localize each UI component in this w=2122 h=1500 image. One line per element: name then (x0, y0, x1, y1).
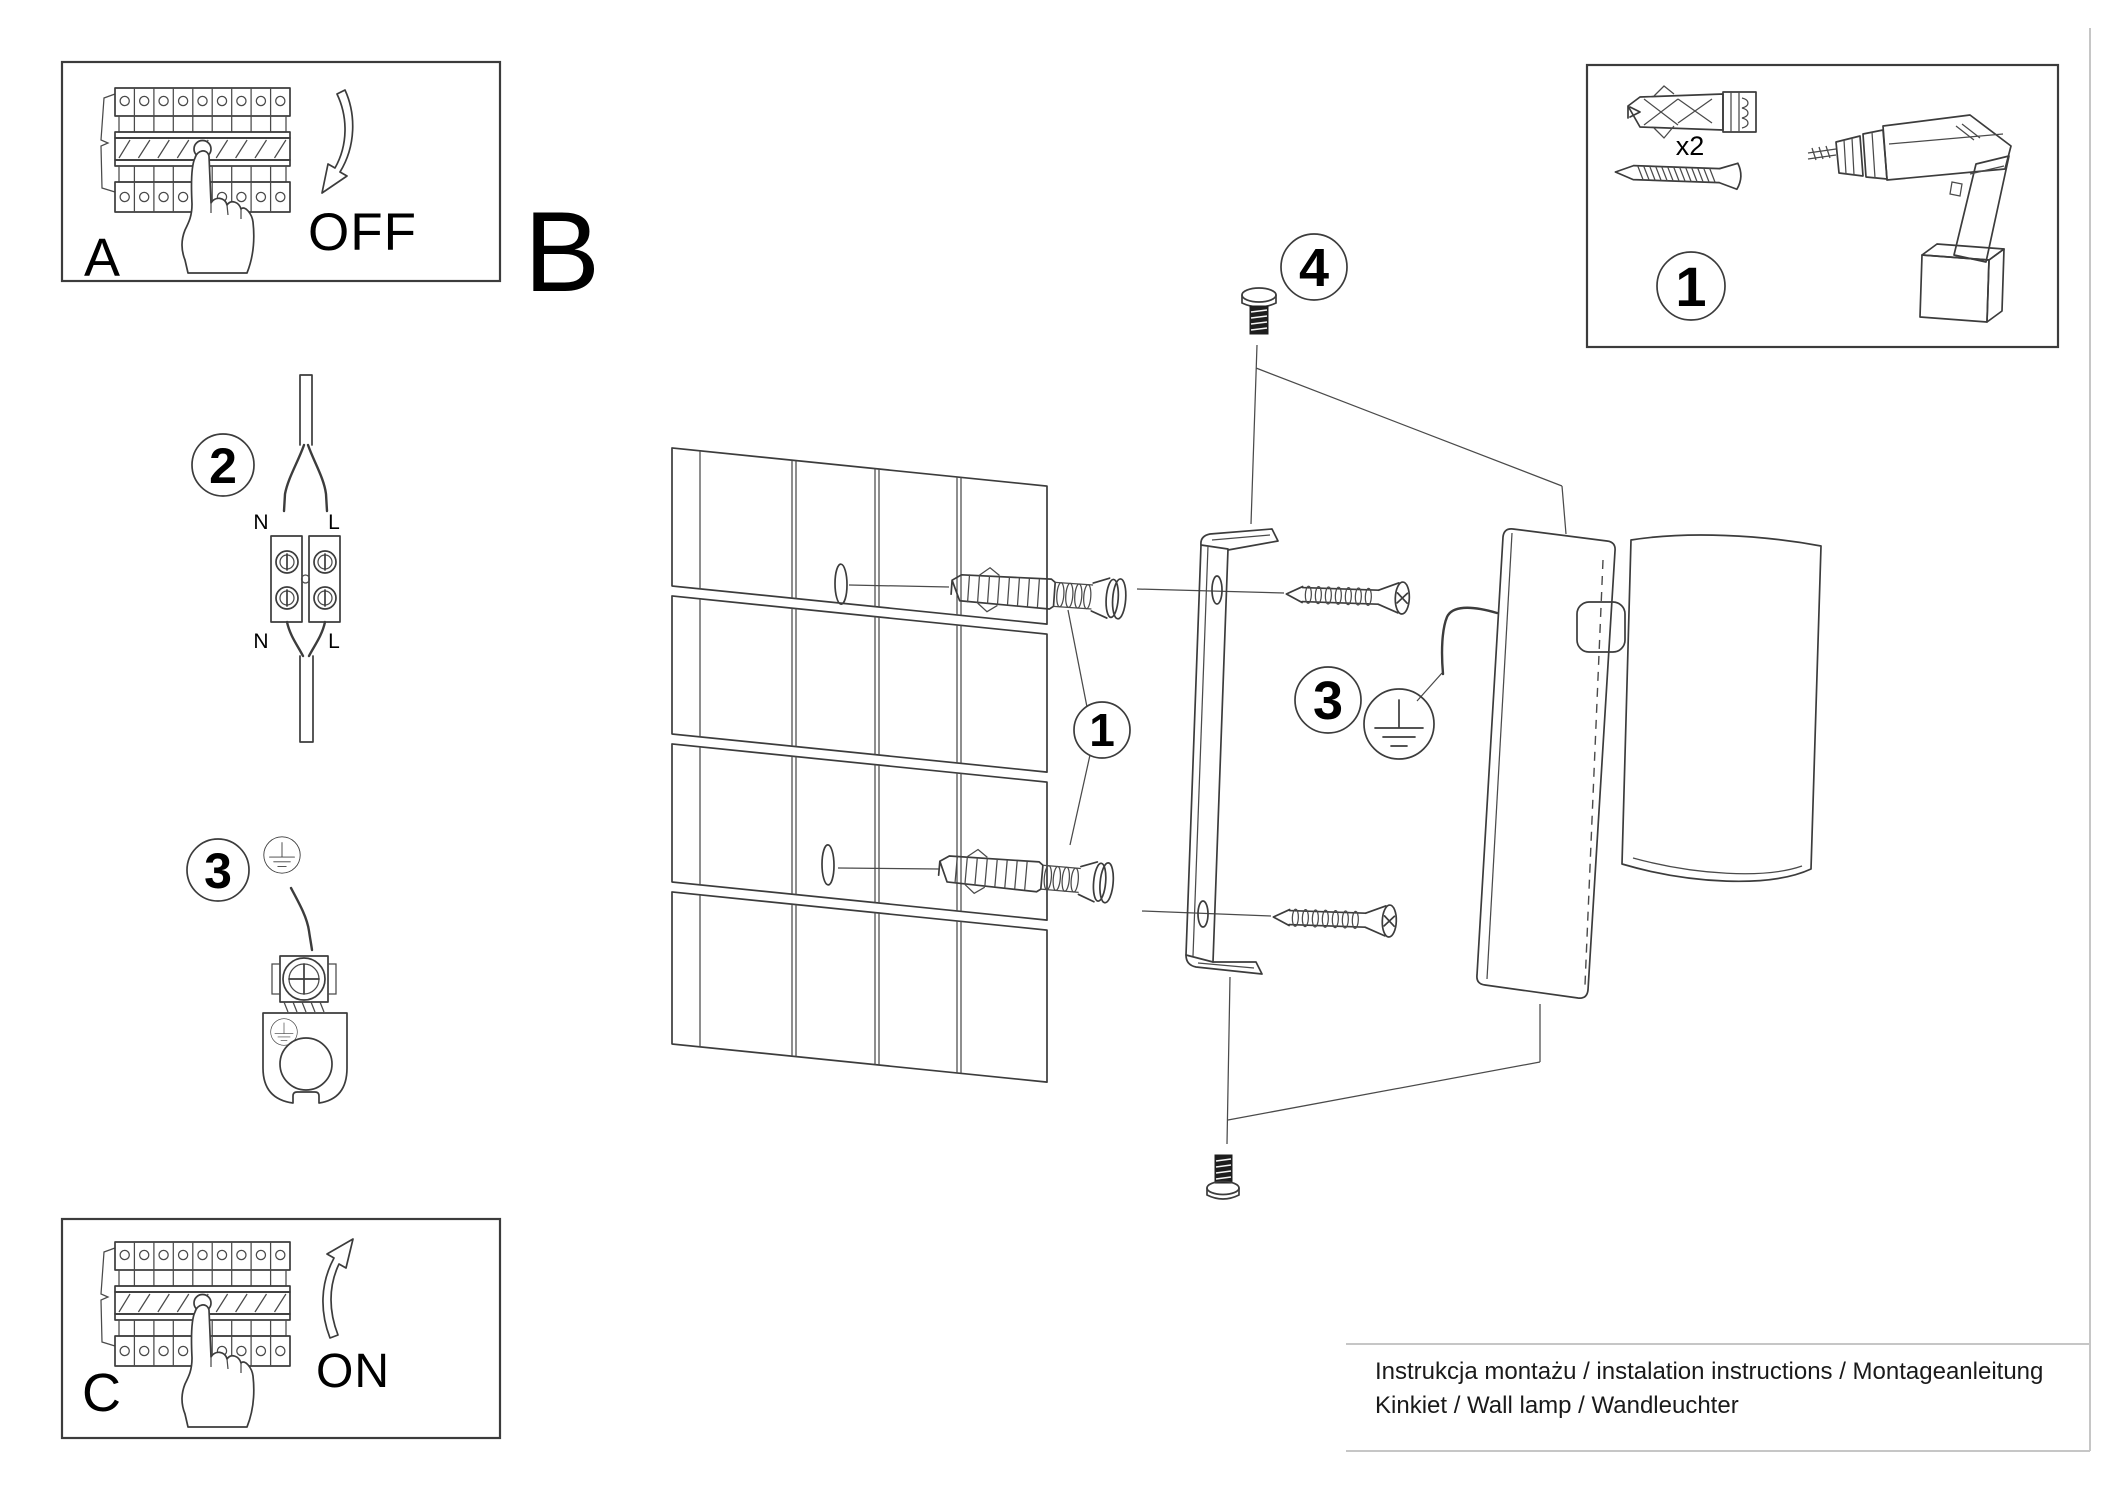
callout-1-center-label: 1 (1089, 704, 1115, 756)
on-label: ON (316, 1345, 390, 1398)
lamp-junction-boss (1576, 601, 1626, 653)
terminal-block-icon (270, 535, 341, 623)
off-arrow-icon (321, 89, 354, 194)
drill-hole-top (834, 563, 848, 606)
on-arrow-icon (322, 1238, 354, 1339)
callout-2-label: 2 (209, 438, 237, 494)
cable-merge-icon (285, 620, 327, 743)
panel-c: C ON (60, 1217, 502, 1440)
callout-3-center-label: 3 (1313, 671, 1343, 731)
off-label: OFF (308, 203, 417, 262)
step-b-label: B (524, 189, 600, 316)
callout-3-left-label: 3 (204, 843, 232, 899)
tiled-wall (671, 447, 1048, 1083)
drill-icon (1807, 114, 2012, 323)
page-edge (1346, 28, 2091, 1452)
parts-box: x2 1 (1585, 63, 2060, 349)
n-label-top: N (253, 511, 268, 534)
drill-hole-bottom (821, 843, 835, 886)
grounding-step: 3 (186, 836, 348, 1104)
n-label-bottom: N (253, 630, 268, 653)
callout-4-circle (1280, 233, 1348, 301)
machine-screw-bottom-icon (1206, 1154, 1240, 1200)
ground-terminal-icon (271, 955, 337, 1013)
callout-3-center-circle (1294, 666, 1362, 734)
callout-1-box-label: 1 (1675, 255, 1706, 318)
callout-1-box-circle (1656, 251, 1726, 321)
lamp-canopy-bracket-icon (262, 1012, 348, 1104)
wall-plug-bottom-icon (936, 845, 1116, 907)
ground-symbol-icon (263, 836, 301, 874)
callout-1-center-circle (1073, 701, 1131, 759)
l-label-bottom: L (328, 630, 340, 653)
mounting-bracket (1185, 528, 1279, 975)
footer-line1: Instrukcja montażu / instalation instruc… (1375, 1358, 2043, 1385)
breaker-panel-icon (100, 1241, 291, 1428)
exploded-view: 1 4 3 (671, 233, 1822, 1200)
cable-split-icon (282, 374, 329, 513)
ground-symbol-center-icon (1363, 688, 1435, 760)
machine-screw-top-icon (1241, 287, 1277, 335)
callout-4-label: 4 (1299, 238, 1329, 298)
mounting-screw-bottom-icon (1271, 900, 1398, 939)
mounting-screw-top-icon (1284, 577, 1411, 616)
wall-plug-icon (1627, 85, 1757, 139)
panel-a: A OFF (60, 60, 502, 288)
lamp-backplate (1476, 528, 1626, 999)
ground-wire-icon (289, 886, 314, 952)
lamp-shade-cylinder (1621, 534, 1822, 883)
breaker-panel-icon (100, 87, 291, 274)
l-label-top: L (328, 511, 340, 534)
axis-lines (837, 344, 1567, 1145)
callout-3-left-circle (186, 838, 250, 902)
anchor-qty-label: x2 (1676, 131, 1705, 161)
wall-plug-top-icon (949, 564, 1129, 623)
earth-wire-icon (1440, 606, 1499, 676)
step-a-label: A (84, 228, 120, 288)
wiring-step: 2 N L N L (191, 374, 341, 743)
step-c-label: C (82, 1363, 121, 1423)
callout-2-circle (191, 433, 255, 497)
footer-line2: Kinkiet / Wall lamp / Wandleuchter (1375, 1392, 1739, 1419)
screw-icon (1614, 162, 1742, 191)
